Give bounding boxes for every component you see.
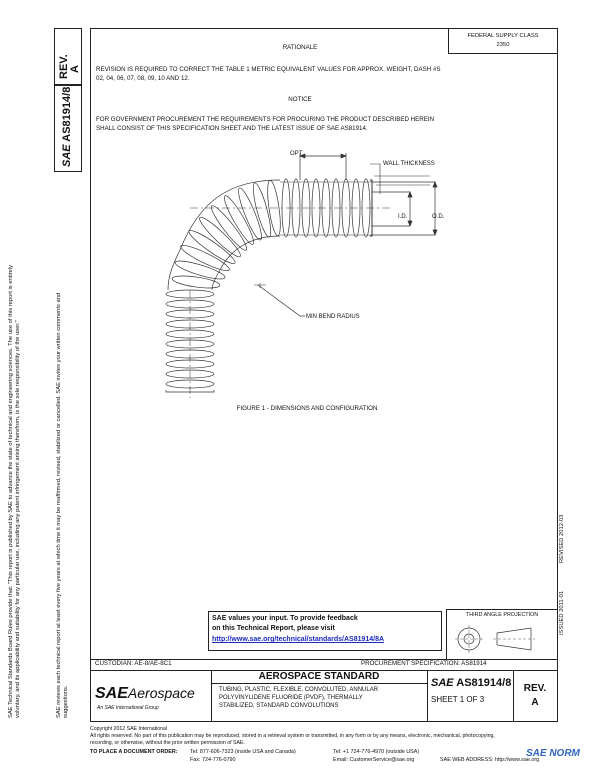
rights-text-1: All rights reserved. No part of this pub… bbox=[90, 733, 495, 739]
title-block-logo-cell: SAEAerospace An SAE International Group bbox=[91, 671, 212, 721]
federal-supply-value: 2350 bbox=[496, 42, 510, 48]
tubing-figure bbox=[165, 153, 438, 398]
feedback-box: SAE values your input. To provide feedba… bbox=[208, 611, 442, 651]
notice-text-2: SHALL CONSIST OF THIS SPECIFICATION SHEE… bbox=[96, 125, 368, 132]
tubing-desc-3: STABILIZED, STANDARD CONVOLUTIONS bbox=[219, 703, 339, 709]
sidebar-rev-value: A bbox=[69, 65, 81, 73]
title-block: SAEAerospace An SAE International Group … bbox=[90, 670, 558, 722]
rationale-text-1: REVISION IS REQUIRED TO CORRECT THE TABL… bbox=[96, 66, 441, 73]
title-block-desc-cell: AEROSPACE STANDARD TUBING, PLASTIC, FLEX… bbox=[211, 671, 428, 721]
label-id: I.D. bbox=[398, 214, 408, 220]
rationale-heading: RATIONALE bbox=[282, 44, 318, 51]
order-tel-1: Tel: 877-606-7323 (inside USA and Canada… bbox=[190, 749, 296, 755]
sidebar-doc-number: AS81914/8 bbox=[61, 86, 73, 142]
sidebar-legal-text-2: SAE reviews each technical report at lea… bbox=[56, 293, 70, 718]
title-sae-mark: SAE bbox=[431, 677, 454, 689]
figure-caption: FIGURE 1 - DIMENSIONS AND CONFIGURATION bbox=[236, 405, 378, 412]
left-sidebar-rev-box: REV. A bbox=[54, 28, 82, 86]
federal-supply-label: FEDERAL SUPPLY CLASS bbox=[467, 33, 539, 39]
projection-label: THIRD ANGLE PROJECTION bbox=[465, 612, 539, 618]
feedback-text-1: SAE values your input. To provide feedba… bbox=[212, 615, 358, 622]
sheet-number: SHEET 1 OF 3 bbox=[431, 695, 485, 704]
rationale-text-2: 02, 04, 06, 07, 08, 09, 10 AND 12. bbox=[96, 75, 190, 82]
title-block-number-cell: SAE AS81914/8 SHEET 1 OF 3 bbox=[427, 671, 514, 721]
notice-text-1: FOR GOVERNMENT PROCUREMENT THE REQUIREME… bbox=[96, 116, 435, 123]
sae-web-address: SAE WEB ADDRESS: http://www.sae.org bbox=[440, 757, 540, 763]
order-label: TO PLACE A DOCUMENT ORDER: bbox=[90, 749, 178, 755]
bend-tube-section bbox=[167, 179, 281, 291]
legal-line-1: SAE Technical Standards Board Rules prov… bbox=[8, 265, 14, 718]
title-block-rev-cell: REV. A bbox=[513, 671, 557, 721]
feedback-text-2: on this Technical Report, please visit bbox=[212, 625, 335, 632]
feedback-link[interactable]: http://www.sae.org/technical/standards/A… bbox=[212, 636, 385, 643]
label-min-bend-radius: MIN BEND RADIUS bbox=[306, 314, 360, 320]
projection-symbol bbox=[455, 625, 535, 653]
logo-sae-text: SAE bbox=[95, 685, 128, 702]
sidebar-sae-mark: SAE bbox=[61, 144, 73, 167]
procurement-text: PROCUREMENT SPECIFICATION: AS81914 bbox=[361, 660, 487, 667]
legal-line-3: SAE reviews each technical report at lea… bbox=[56, 292, 62, 718]
logo-subtitle: An SAE International Group bbox=[97, 705, 159, 711]
title-rev-label: REV. bbox=[523, 683, 547, 694]
aerospace-standard-title: AEROSPACE STANDARD bbox=[211, 671, 427, 684]
issued-date: ISSUED 2011-01 bbox=[559, 590, 565, 635]
rights-text-2: recording, or otherwise, without the pri… bbox=[90, 740, 245, 746]
custodian-text: CUSTODIAN: AE-8/AE-8C1 bbox=[95, 660, 172, 667]
order-fax: Fax: 724-776-0790 bbox=[190, 757, 236, 763]
federal-supply-box: FEDERAL SUPPLY CLASS 2350 bbox=[448, 28, 558, 54]
order-tel-2: Tel: +1 724-776-4970 (outside USA) bbox=[333, 749, 420, 755]
tubing-desc-2: POLYVINYLIDENE FLUORIDE (PVDF), THERMALL… bbox=[219, 695, 363, 701]
left-sidebar-doc-box: SAE AS81914/8 bbox=[54, 84, 82, 172]
notice-heading: NOTICE bbox=[288, 96, 312, 103]
label-opt: OPT bbox=[290, 151, 303, 157]
logo-aerospace-text: Aerospace bbox=[127, 685, 195, 701]
title-doc-number: SAE AS81914/8 bbox=[431, 677, 511, 689]
sae-aerospace-logo: SAEAerospace bbox=[95, 685, 195, 703]
legal-line-4: suggestions. bbox=[63, 685, 69, 718]
sidebar-legal-text-1: SAE Technical Standards Board Rules prov… bbox=[8, 265, 22, 718]
title-rev-value: A bbox=[531, 697, 539, 708]
main-content-frame bbox=[90, 28, 558, 660]
sae-norm-watermark: SAE NORM bbox=[526, 748, 580, 759]
title-doc-number-text: AS81914/8 bbox=[456, 677, 512, 689]
legal-line-2: voluntary, and its applicability and sui… bbox=[15, 320, 21, 718]
label-wall-thickness: WALL THICKNESS bbox=[383, 161, 435, 167]
copyright-text: Copyright 2012 SAE International bbox=[90, 726, 167, 732]
revised-date: REVISED 2012-03 bbox=[559, 514, 565, 563]
tubing-desc-1: TUBING, PLASTIC, FLEXIBLE, CONVOLUTED, A… bbox=[219, 687, 379, 693]
label-od: O.D. bbox=[432, 214, 445, 220]
third-angle-projection-box: THIRD ANGLE PROJECTION bbox=[446, 609, 558, 660]
order-email: Email: CustomerService@sae.org bbox=[333, 757, 415, 763]
custodian-row: CUSTODIAN: AE-8/AE-8C1 PROCUREMENT SPECI… bbox=[90, 658, 558, 670]
